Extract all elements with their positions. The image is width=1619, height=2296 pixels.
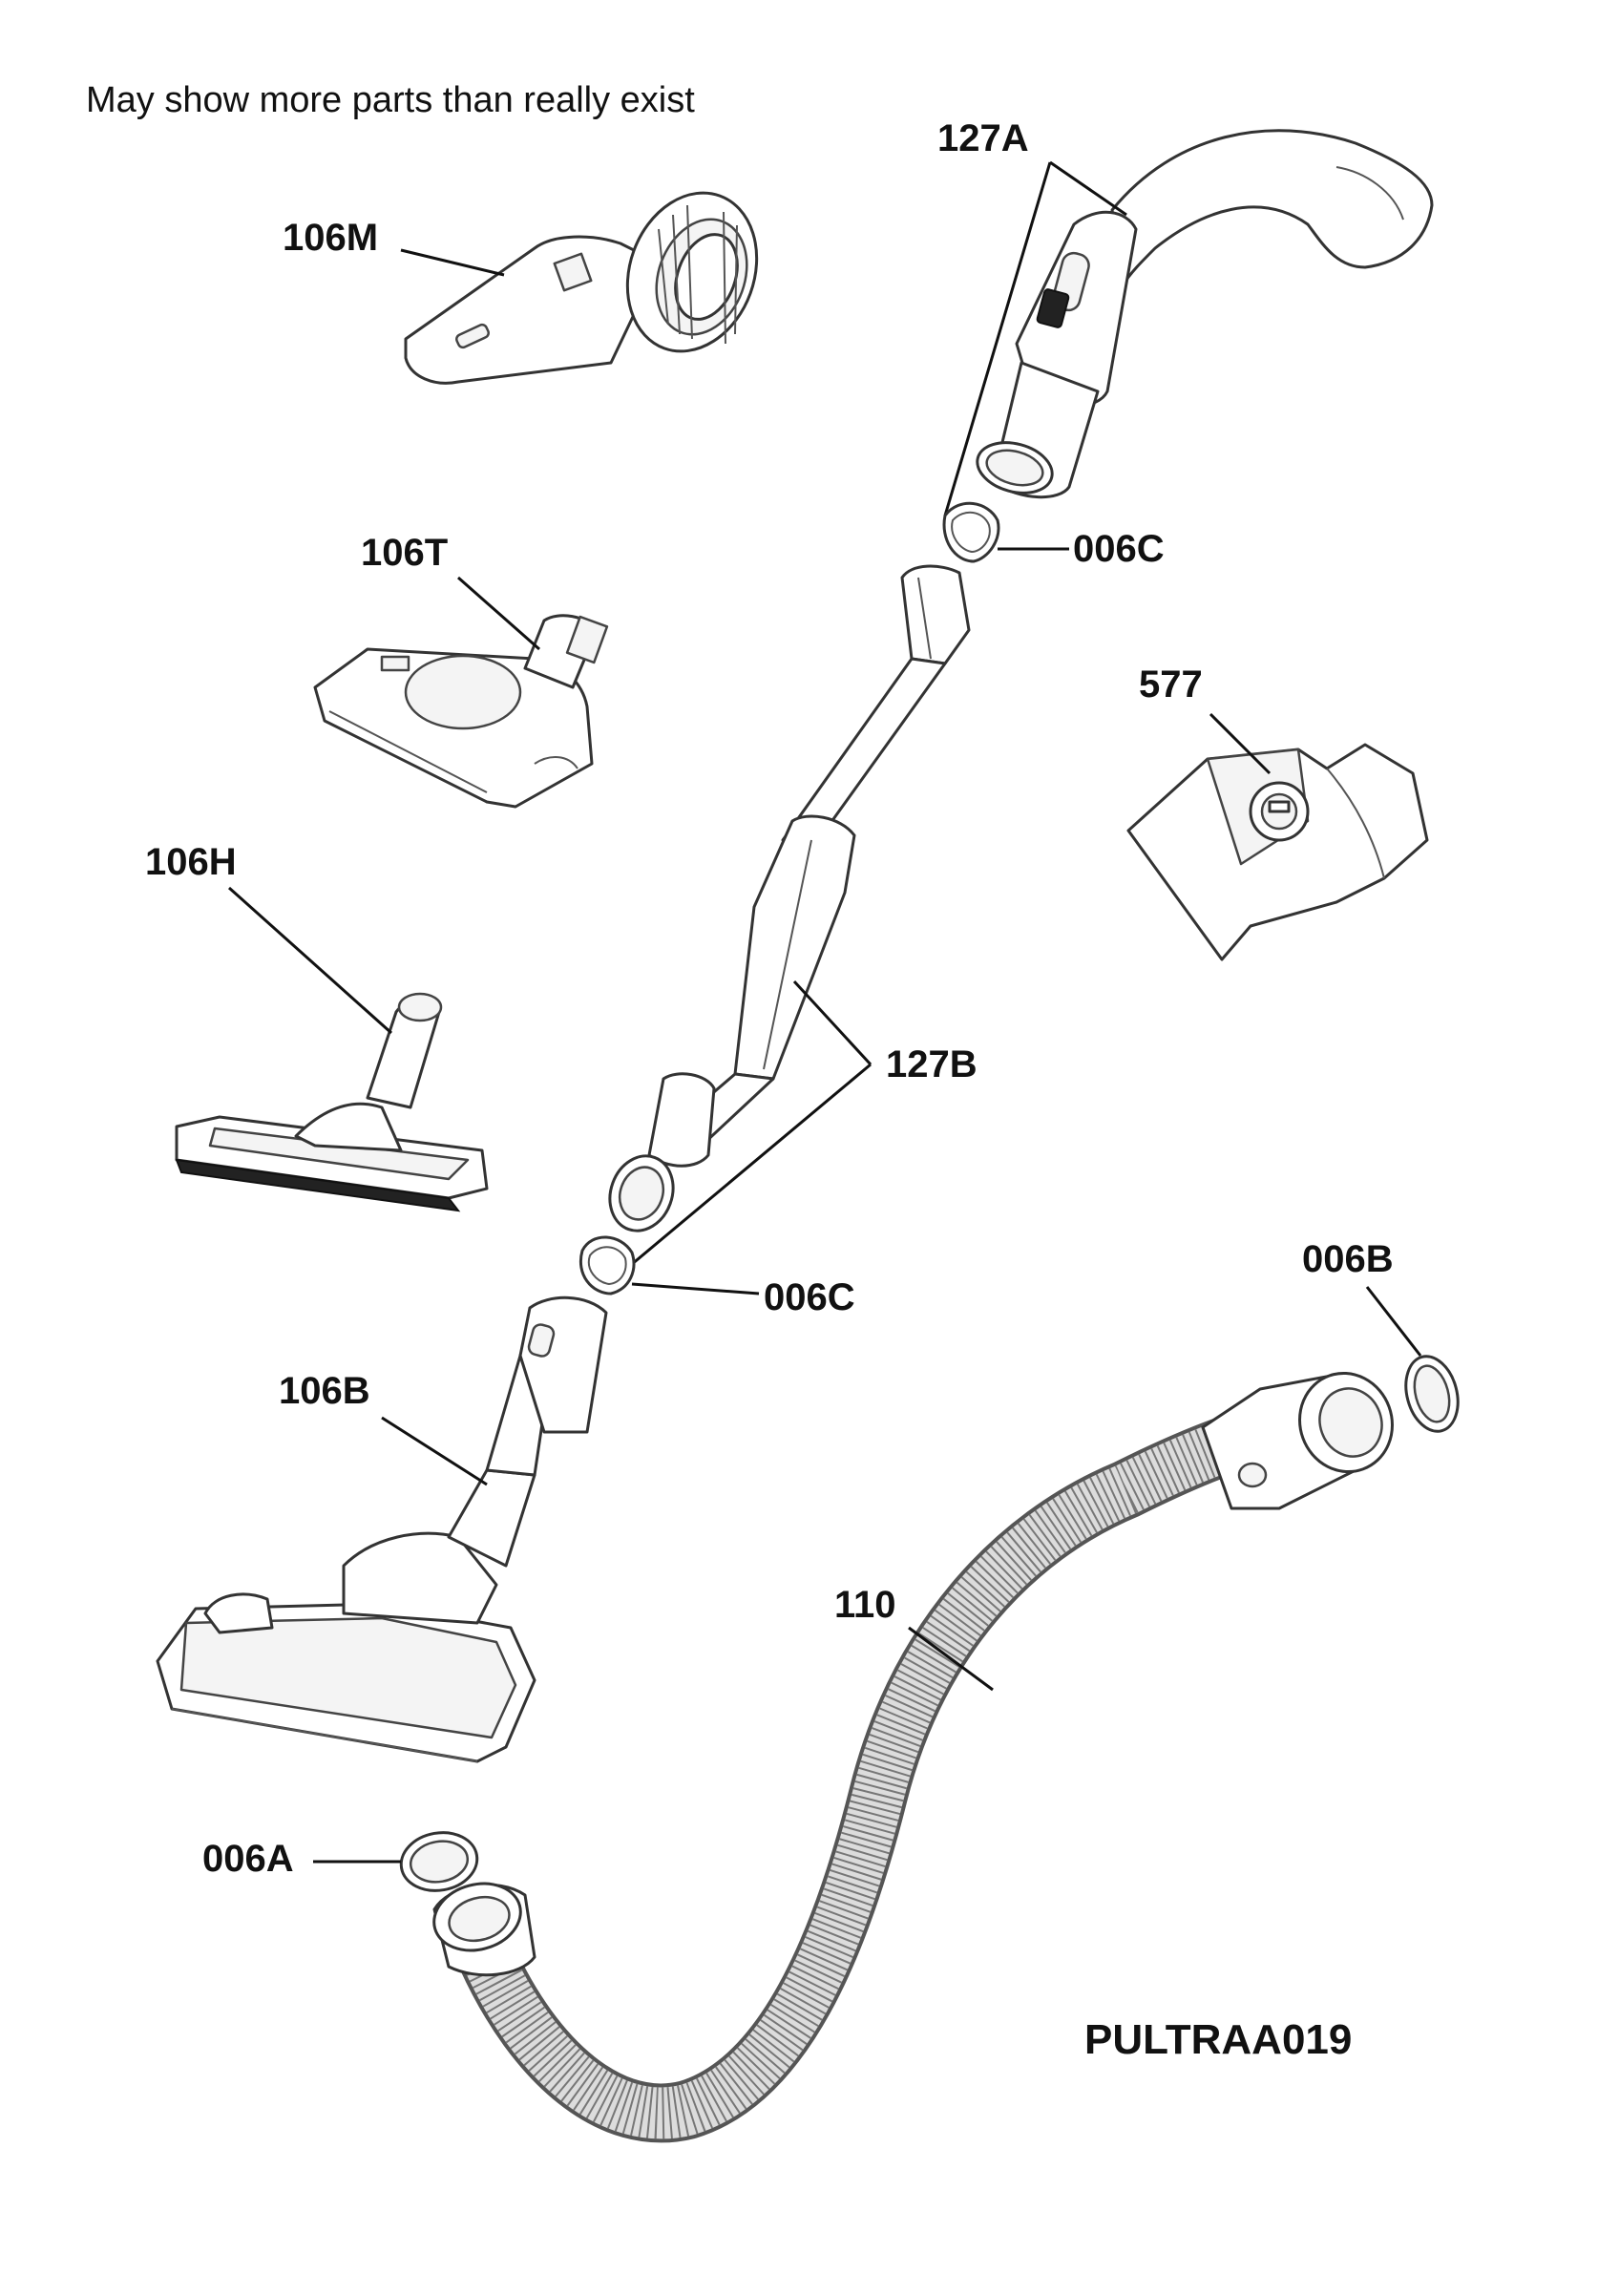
label-006C-top: 006C [1073,528,1165,570]
part-127B-telescopic-tube[interactable] [599,564,971,1240]
callout-106H: 106H [145,841,392,1035]
callout-006B: 006B [1302,1238,1422,1357]
label-006A: 006A [202,1838,294,1880]
callout-127A: 127A [937,117,1127,516]
part-577-dust-bag[interactable] [1126,743,1429,961]
callout-006A: 006A [202,1838,401,1880]
disclaimer-note: May show more parts than really exist [86,80,695,120]
part-006C-seal-ring-top[interactable] [942,501,1000,563]
callout-577: 577 [1139,664,1272,775]
label-106T: 106T [361,532,448,574]
part-106T-turbo-nozzle[interactable] [313,614,609,809]
part-006B-hose-ring[interactable] [1398,1351,1466,1438]
callout-006C-mid: 006C [631,1276,855,1318]
label-106M: 106M [283,217,378,259]
label-577: 577 [1139,664,1203,706]
label-106B: 106B [279,1370,370,1412]
callout-110: 110 [834,1584,994,1692]
callout-127B: 127B [624,979,978,1272]
part-110-hose[interactable] [427,1360,1406,2143]
part-106B-floor-nozzle[interactable] [156,1295,608,1763]
label-110: 110 [834,1584,896,1626]
part-127A-handle[interactable] [972,129,1434,501]
label-106H: 106H [145,841,237,883]
label-127A: 127A [937,117,1029,159]
part-106H-hard-floor-nozzle[interactable] [175,992,489,1212]
label-006C-mid: 006C [764,1276,855,1318]
callout-106B: 106B [279,1370,488,1486]
label-006B: 006B [1302,1238,1394,1280]
label-127B: 127B [886,1043,978,1085]
part-006A-hose-ring[interactable] [396,1827,481,1897]
callout-006C-top: 006C [998,528,1165,570]
diagram-code: PULTRAA019 [1084,2016,1353,2063]
part-006C-seal-ring-mid[interactable] [579,1235,636,1295]
callout-106T: 106T [361,532,540,651]
callout-106M: 106M [283,217,505,277]
part-106M-dusting-brush[interactable] [404,175,778,385]
